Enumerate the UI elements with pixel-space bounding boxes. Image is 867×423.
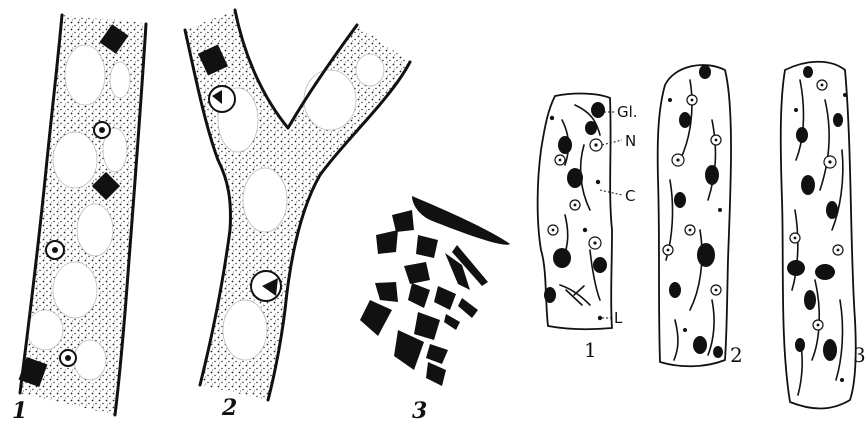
left-panel-1-cell — [19, 15, 146, 415]
right-panel-1-number: 1 — [584, 338, 597, 362]
left-panel-2-cell — [185, 10, 410, 400]
left-panel-3-crystals — [360, 196, 510, 386]
right-panel-2-cell — [658, 65, 731, 366]
left-panel-1-number: 1 — [12, 398, 27, 423]
label-gl: Gl. — [617, 103, 638, 121]
right-panel-3-cell — [781, 62, 856, 409]
right-panel-3-number: 3 — [853, 343, 866, 367]
label-l: L — [614, 309, 623, 327]
left-panel-3-number: 3 — [412, 398, 427, 423]
label-n: N — [625, 132, 636, 150]
label-c: C — [625, 187, 635, 205]
right-panel-2-number: 2 — [730, 343, 743, 367]
right-panel-1-cell — [538, 94, 622, 330]
left-panel-2-number: 2 — [221, 395, 237, 421]
